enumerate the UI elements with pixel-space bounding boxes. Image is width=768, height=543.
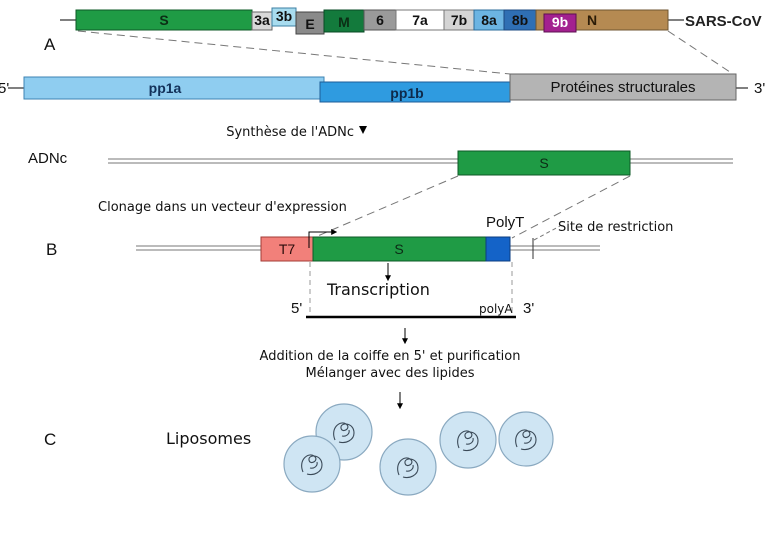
liposome-group [283, 403, 554, 496]
capping-label: Addition de la coiffe en 5' et purificat… [260, 349, 521, 364]
gene-3a-label: 3a [254, 12, 270, 28]
transcription-start-arrow [308, 229, 338, 248]
cloning-dash-right [511, 175, 631, 239]
vector-s-label: S [394, 241, 403, 257]
pp1b-label: pp1b [390, 85, 423, 101]
t7-promoter [260, 236, 314, 262]
mrna-coil-1 [333, 422, 355, 444]
polyt-label: PolyT [486, 214, 524, 231]
gene-7a-label: 7a [412, 12, 428, 28]
mixing-label: Mélanger avec des lipides [306, 366, 475, 381]
transcript-5prime-label: 5' [291, 300, 302, 317]
gene-n-label: N [587, 12, 597, 28]
cloning-dash-left [312, 175, 459, 239]
cdna-s-label: S [539, 155, 548, 171]
gene-e-label: E [305, 16, 314, 32]
cdna-s-gene [457, 150, 631, 176]
gene-8a-label: 8a [481, 12, 497, 28]
polyt-segment [485, 236, 511, 262]
mrna-coil-5 [515, 429, 537, 451]
liposome-2 [283, 435, 341, 493]
pp1a-label: pp1a [149, 80, 182, 96]
transcript-3prime-label: 3' [523, 300, 534, 317]
structural-proteins-label: Protéines structurales [550, 79, 695, 96]
rna-5prime-label: 5' [0, 80, 9, 97]
gene-s-label: S [159, 12, 168, 28]
transcription-label: Transcription [326, 280, 430, 299]
gene-9b-box [543, 13, 577, 33]
restriction-site-label: Site de restriction [558, 220, 673, 235]
gene-7b-label: 7b [451, 12, 467, 28]
liposome-3 [379, 438, 437, 496]
structural-proteins-segment [509, 73, 737, 101]
cloning-label: Clonage dans un vecteur d'expression [98, 200, 347, 215]
liposome-5 [498, 411, 554, 467]
restriction-site-pointer [533, 225, 561, 241]
expansion-line-right [667, 30, 734, 75]
mrna-coil-4 [457, 430, 479, 452]
t7-label: T7 [279, 241, 296, 257]
cdna-label: ADNc [28, 150, 68, 167]
cdna-synthesis-arrow [359, 126, 367, 134]
liposome-4 [439, 411, 497, 469]
gene-9b-label: 9b [552, 14, 568, 30]
rna-panel: 5' pp1a pp1b Protéines structurales 3' [0, 73, 765, 103]
panel-label-c: C [44, 430, 56, 449]
rna-3prime-label: 3' [754, 80, 765, 97]
expansion-line-left [77, 30, 511, 75]
polya-label: polyA [479, 302, 513, 316]
genome-label: SARS-CoV [685, 13, 762, 30]
cdna-synthesis-label: Synthèse de l'ADNc [226, 125, 354, 140]
liposomes-label: Liposomes [166, 429, 251, 448]
gene-3b-label: 3b [276, 8, 292, 24]
gene-6-label: 6 [376, 12, 384, 28]
gene-m-label: M [338, 14, 350, 30]
gene-8b-label: 8b [512, 12, 528, 28]
mrna-coil-3 [397, 457, 419, 479]
panel-label-a: A [44, 35, 56, 54]
panel-label-b: B [46, 240, 57, 259]
mrna-coil-2 [301, 454, 323, 476]
